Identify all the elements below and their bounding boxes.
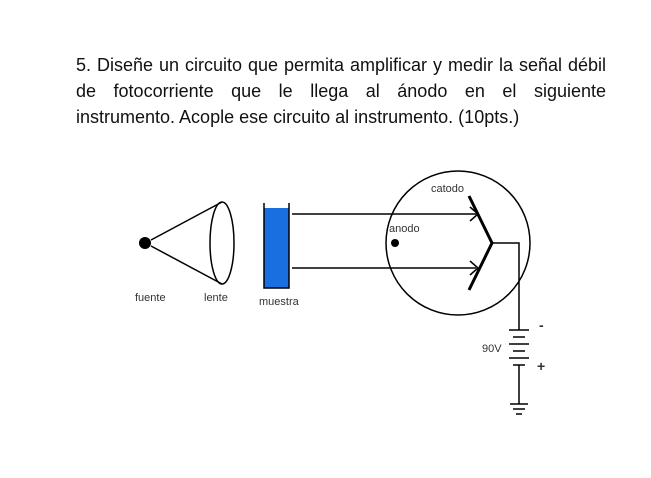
question-text: 5. Diseñe un circuito que permita amplif… xyxy=(76,52,606,130)
sample-liquid xyxy=(264,208,289,288)
question-line-1: 5. Diseñe un circuito que permita amplif… xyxy=(76,55,606,75)
label-lente: lente xyxy=(204,292,228,304)
label-muestra: muestra xyxy=(259,296,300,308)
label-anodo: anodo xyxy=(389,223,420,235)
lens xyxy=(209,201,235,285)
cone-lower-ray xyxy=(150,245,223,285)
sample-tube xyxy=(263,203,290,289)
question-line-3: instrumento. Acople ese circuito al inst… xyxy=(76,107,520,127)
cone-upper-ray xyxy=(150,201,223,241)
label-voltage: 90V xyxy=(482,343,502,355)
ground-symbol xyxy=(510,403,528,415)
beam-lower-arrow xyxy=(469,260,480,276)
question-line-2: de fotocorriente que le llega al ánodo e… xyxy=(76,81,606,101)
label-fuente: fuente xyxy=(135,292,166,304)
anode-dot xyxy=(391,239,399,247)
phototube-envelope xyxy=(385,170,531,316)
battery-90v xyxy=(509,329,529,404)
label-catodo: catodo xyxy=(431,183,464,195)
label-minus: - xyxy=(539,317,544,333)
label-plus: + xyxy=(537,358,545,374)
circuit-wire xyxy=(492,242,520,330)
light-source-dot xyxy=(139,237,151,249)
